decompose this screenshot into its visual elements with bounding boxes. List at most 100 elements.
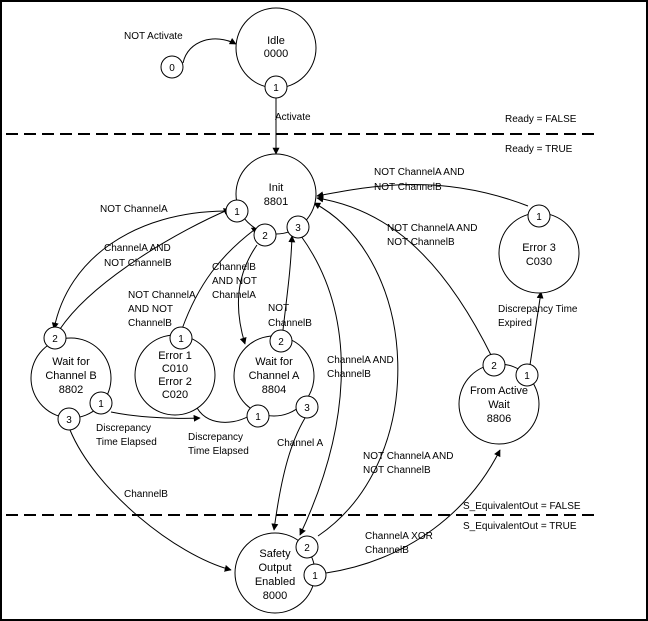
svg-text:1: 1 bbox=[273, 83, 279, 94]
svg-text:2: 2 bbox=[52, 334, 58, 345]
port-waita-1: 1 bbox=[246, 404, 270, 428]
port-waitb-1: 1 bbox=[89, 391, 113, 415]
waita-line-1: Wait for bbox=[255, 356, 293, 368]
label-top-not-both-1: NOT ChannelA AND bbox=[374, 167, 464, 178]
edge-channel-b bbox=[69, 429, 232, 572]
label-channel-b: ChannelB bbox=[124, 489, 168, 500]
port-so-1: 1 bbox=[303, 563, 327, 587]
fa-line-1: From Active bbox=[470, 385, 528, 397]
svg-text:3: 3 bbox=[304, 403, 310, 414]
edge-discrepancy-b bbox=[110, 411, 201, 422]
label-chb-and-not-cha-1: ChannelB bbox=[212, 262, 256, 273]
label-err-not-both-1: NOT ChannelA bbox=[128, 290, 196, 301]
port-waita-2: 2 bbox=[269, 329, 293, 353]
waita-line-2: Channel A bbox=[249, 370, 300, 382]
port-so-2: 2 bbox=[295, 535, 319, 559]
err3-line-2: C030 bbox=[526, 256, 552, 268]
err12-line-4: C020 bbox=[162, 389, 188, 401]
label-xor-2: ChannelB bbox=[365, 545, 409, 556]
label-discrepancy-expired-2: Expired bbox=[498, 318, 532, 329]
label-err-not-both-2: AND NOT bbox=[128, 304, 173, 315]
label-chb-and-not-cha-2: AND NOT bbox=[212, 276, 257, 287]
edge-not-activate bbox=[182, 37, 237, 64]
label-discrepancy-a-1: Discrepancy bbox=[188, 432, 243, 443]
port-fa-1: 1 bbox=[515, 363, 539, 387]
label-chb-and-not-cha-3: ChannelA bbox=[212, 290, 256, 301]
svg-text:1: 1 bbox=[312, 571, 318, 582]
edge-error3-to-init bbox=[316, 183, 529, 207]
fa-line-3: 8806 bbox=[487, 413, 511, 425]
port-waita-3: 3 bbox=[295, 395, 319, 419]
label-channel-a: Channel A bbox=[277, 438, 323, 449]
svg-text:1: 1 bbox=[536, 212, 542, 223]
svg-text:3: 3 bbox=[66, 415, 72, 426]
label-ready-true: Ready = TRUE bbox=[505, 144, 573, 155]
label-discrepancy-expired-1: Discrepancy Time bbox=[498, 304, 578, 315]
waitb-line-2: Channel B bbox=[45, 370, 96, 382]
state-init: Init 8801 bbox=[235, 153, 317, 235]
label-discrepancy-b-2: Time Elapsed bbox=[96, 437, 157, 448]
init-line-1: Init bbox=[269, 182, 284, 194]
port-err3-1: 1 bbox=[527, 204, 551, 228]
label-not-activate: NOT Activate bbox=[124, 31, 183, 42]
svg-text:1: 1 bbox=[524, 371, 530, 382]
so-line-3: Enabled bbox=[255, 576, 295, 588]
err3-line-1: Error 3 bbox=[522, 242, 556, 254]
state-error12: Error 1 C010 Error 2 C020 bbox=[134, 334, 216, 416]
edge-error12-to-init bbox=[181, 226, 259, 330]
port-init-3: 3 bbox=[286, 215, 310, 239]
port-idle-1: 1 bbox=[264, 75, 288, 99]
svg-text:2: 2 bbox=[278, 337, 284, 348]
err12-line-1: Error 1 bbox=[158, 350, 192, 362]
edge-init-to-waita bbox=[237, 244, 258, 345]
label-cha-and-not-chb-1: ChannelA AND bbox=[104, 243, 171, 254]
label-ready-false: Ready = FALSE bbox=[505, 114, 577, 125]
label-cha-and-chb-1: ChannelA AND bbox=[327, 355, 394, 366]
state-idle: Idle 0000 bbox=[235, 7, 317, 89]
waitb-line-1: Wait for bbox=[52, 356, 90, 368]
label-seq-true: S_EquivalentOut = TRUE bbox=[463, 521, 577, 532]
label-not-channelb-1: NOT bbox=[268, 303, 289, 314]
idle-line-1: Idle bbox=[267, 35, 285, 47]
svg-text:2: 2 bbox=[262, 231, 268, 242]
label-not-channela: NOT ChannelA bbox=[100, 204, 168, 215]
svg-text:2: 2 bbox=[491, 361, 497, 372]
label-not-channelb-2: ChannelB bbox=[268, 318, 312, 329]
label-top-not-both-2: NOT ChannelB bbox=[374, 182, 442, 193]
edge-discrepancy-expired bbox=[529, 291, 544, 366]
port-init-2: 2 bbox=[253, 223, 277, 247]
init-line-2: 8801 bbox=[264, 196, 288, 208]
label-err-not-both-3: ChannelB bbox=[128, 318, 172, 329]
port-init-1: 1 bbox=[225, 199, 249, 223]
label-mid-not-both-1: NOT ChannelA AND bbox=[387, 223, 477, 234]
label-low-not-both-2: NOT ChannelB bbox=[363, 465, 431, 476]
label-mid-not-both-2: NOT ChannelB bbox=[387, 237, 455, 248]
waita-line-3: 8804 bbox=[262, 384, 286, 396]
err12-line-3: Error 2 bbox=[158, 376, 192, 388]
state-wait-a: Wait for Channel A 8804 bbox=[233, 335, 315, 417]
err12-line-2: C010 bbox=[162, 363, 188, 375]
port-fa-2: 2 bbox=[482, 353, 506, 377]
port-waitb-3: 3 bbox=[57, 407, 81, 431]
so-line-1: Safety bbox=[259, 548, 291, 560]
svg-text:1: 1 bbox=[234, 207, 240, 218]
edge-not-channela bbox=[51, 210, 226, 330]
edge-waitb-to-init bbox=[59, 208, 231, 330]
edge-waita-to-init bbox=[282, 235, 296, 331]
port-start: 0 bbox=[160, 55, 184, 79]
label-cha-and-chb-2: ChannelB bbox=[327, 369, 371, 380]
port-err12-1: 1 bbox=[169, 326, 193, 350]
idle-line-2: 0000 bbox=[264, 48, 288, 60]
svg-text:2: 2 bbox=[304, 543, 310, 554]
ports: 0 1 1 2 3 2 1 3 1 2 1 3 1 2 1 2 1 bbox=[43, 55, 551, 587]
edge-init-to-safety bbox=[299, 235, 342, 536]
so-line-4: 8000 bbox=[263, 590, 287, 602]
svg-text:0: 0 bbox=[169, 63, 175, 74]
svg-text:1: 1 bbox=[98, 399, 104, 410]
label-activate: Activate bbox=[275, 112, 311, 123]
state-safety-output: Safety Output Enabled 8000 bbox=[234, 532, 316, 614]
label-xor-1: ChannelA XOR bbox=[365, 531, 433, 542]
edge-xor bbox=[325, 449, 501, 574]
port-waitb-2: 2 bbox=[43, 326, 67, 350]
